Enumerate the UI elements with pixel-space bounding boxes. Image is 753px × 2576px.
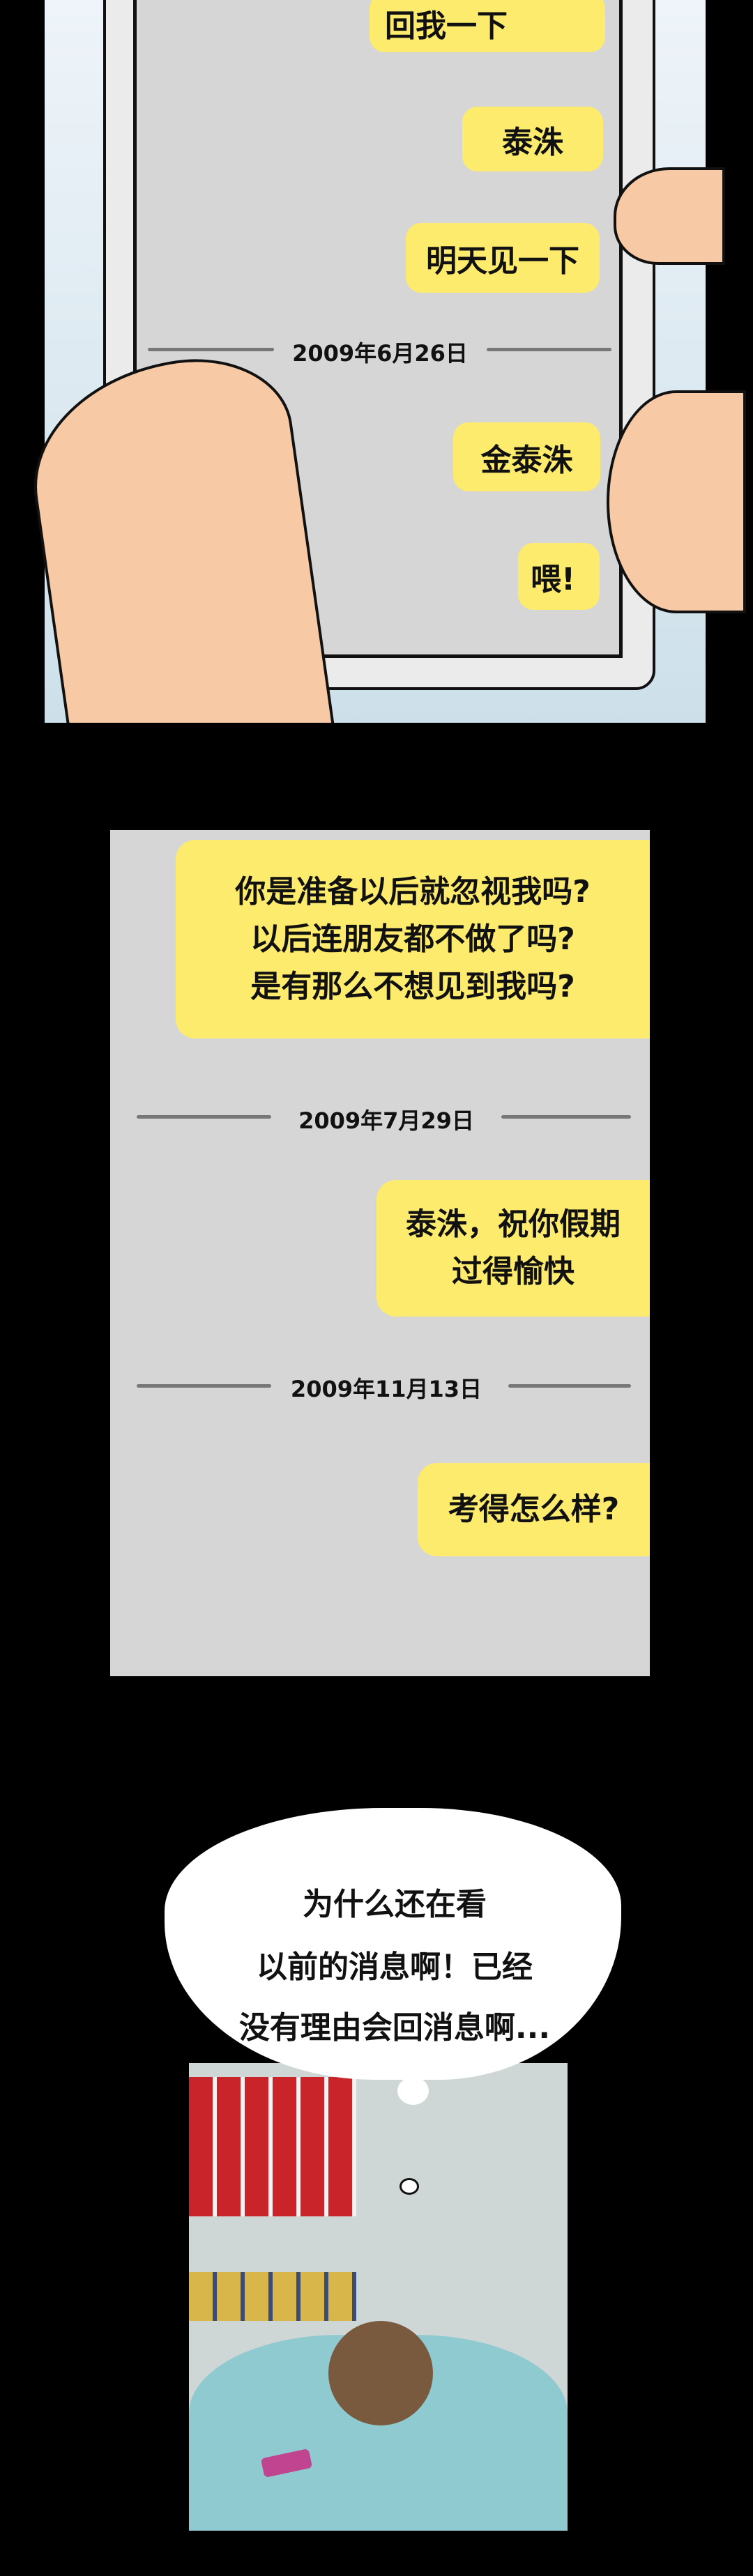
chat-text: 喂!	[531, 562, 576, 597]
chat-bubble: 明天见一下	[406, 223, 600, 293]
thought-text: 为什么还在看	[303, 1887, 487, 1922]
chat-bubble: 喂!	[518, 543, 600, 610]
date-divider-line	[501, 1115, 631, 1119]
chat-text: 是有那么不想见到我吗?	[250, 968, 575, 1004]
chat-text: 以后连朋友都不做了吗?	[250, 921, 575, 957]
chat-text: 泰洙	[502, 124, 563, 160]
chat-text: 考得怎么样?	[448, 1492, 620, 1527]
date-divider-line	[487, 348, 611, 351]
chat-text: 明天见一下	[426, 243, 579, 279]
chat-bubble: 金泰洙	[453, 422, 600, 491]
date-divider-line	[508, 1384, 631, 1388]
chat-text: 你是准备以后就忽视我吗?	[235, 873, 591, 910]
shelf-illustration	[189, 2272, 356, 2321]
comic-panel-store	[189, 2063, 568, 2531]
date-separator: 2009年11月13日	[290, 1376, 482, 1402]
chat-text: 泰洙，祝你假期	[406, 1206, 621, 1242]
date-divider-line	[137, 1115, 271, 1119]
date-divider-line	[148, 348, 274, 351]
chat-bubble: 考得怎么样?	[418, 1463, 650, 1556]
right-hand-illustration	[607, 390, 746, 613]
thought-dot	[400, 2178, 419, 2195]
chat-bubble: 泰洙，祝你假期 过得愉快	[376, 1180, 650, 1317]
chat-text: 过得愉快	[452, 1254, 575, 1289]
thought-text: 以前的消息啊！已经	[257, 1949, 533, 1985]
chat-text: 金泰洙	[480, 442, 573, 478]
date-divider-line	[137, 1384, 271, 1388]
chat-text: 回我一下	[385, 8, 508, 44]
head-illustration	[328, 2321, 433, 2425]
thought-text: 没有理由会回消息啊...	[238, 2010, 551, 2046]
thought-dot	[397, 2077, 429, 2105]
chat-bubble: 泰洙	[462, 107, 603, 171]
finger-illustration	[614, 167, 725, 265]
chat-bubble: 你是准备以后就忽视我吗? 以后连朋友都不做了吗? 是有那么不想见到我吗?	[176, 840, 650, 1038]
date-separator: 2009年6月26日	[292, 340, 468, 367]
chat-bubble: 回我一下	[370, 0, 605, 52]
date-separator: 2009年7月29日	[298, 1107, 474, 1134]
shelf-illustration	[189, 2077, 356, 2216]
thought-bubble	[165, 1808, 621, 2080]
